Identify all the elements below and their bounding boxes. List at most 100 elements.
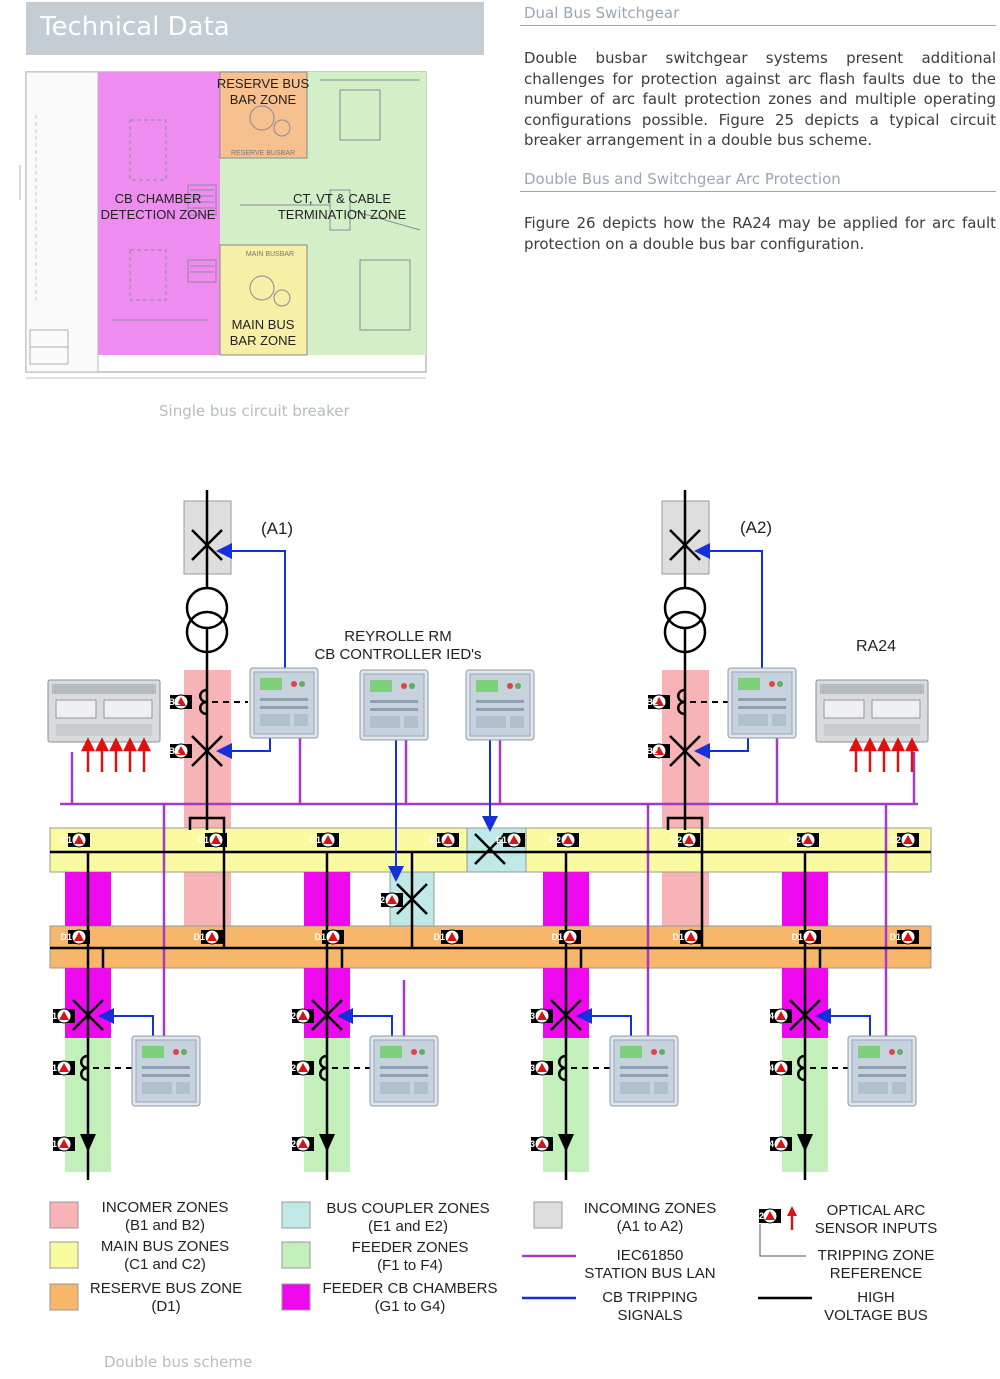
sensor-label: G1 (45, 1011, 57, 1021)
sensor-label: F2 (285, 1139, 296, 1149)
svg-text:STATION BUS LAN: STATION BUS LAN (584, 1265, 715, 1282)
cb-controller-ied (131, 1035, 201, 1107)
page-title: Technical Data (40, 12, 230, 42)
svg-text:SIGNALS: SIGNALS (617, 1307, 682, 1324)
svg-text:RESERVE BUS ZONE: RESERVE BUS ZONE (90, 1280, 242, 1297)
sensor-label: D1 (551, 932, 563, 942)
sensor-label: E1 (496, 835, 507, 845)
ct-zone-label: TERMINATION ZONE (278, 207, 407, 222)
sensor-label: C2 (549, 835, 561, 845)
svg-text:(D1): (D1) (151, 1298, 180, 1315)
svg-text:(E1 and E2): (E1 and E2) (368, 1218, 448, 1235)
sensor-label: C1 (60, 835, 72, 845)
svg-text:(F1 to F4): (F1 to F4) (377, 1257, 443, 1274)
section-title-dual-bus: Dual Bus Switchgear (524, 4, 680, 22)
cb-controller-ied (359, 669, 429, 741)
svg-text:SENSOR INPUTS: SENSOR INPUTS (815, 1220, 938, 1237)
main-zone-label: MAIN BUS (232, 317, 295, 332)
sensor-label: G3 (523, 1011, 535, 1021)
panel-door (25, 71, 99, 373)
cb-chamber-zone (98, 72, 220, 355)
paragraph-arc-protection: Figure 26 depicts how the RA24 may be ap… (524, 214, 996, 253)
cb-zone-label: DETECTION ZONE (101, 207, 216, 222)
double-bus-scheme-diagram: B1 B1 B2 B2 C1 C1 C1 C1 E1 C2 C2 C2 C2 E… (45, 490, 938, 1324)
svg-text:(B1 and B2): (B1 and B2) (125, 1217, 205, 1234)
cb-controller-ied (465, 669, 535, 741)
sensor-label: F3 (524, 1063, 535, 1073)
sensor-label: D1 (889, 932, 901, 942)
svg-text:TRIPPING ZONE: TRIPPING ZONE (818, 1247, 935, 1264)
sensor-label: E2 (374, 895, 385, 905)
section-rule (520, 25, 996, 26)
sensor-label: F1 (46, 1139, 57, 1149)
reyrolle-label: REYROLLE RM (344, 628, 452, 645)
sensor-label: F1 (46, 1063, 57, 1073)
sensor-label: F2 (285, 1063, 296, 1073)
sensor-label: F4 (763, 1139, 774, 1149)
main-busbar-small-label: MAIN BUSBAR (246, 251, 294, 258)
optical-arc-sensor-inputs (80, 737, 920, 772)
svg-text:REFERENCE: REFERENCE (830, 1265, 923, 1282)
ra24-unit (815, 679, 929, 743)
main-zone-label: BAR ZONE (230, 333, 297, 348)
figure-caption-double-bus: Double bus scheme (104, 1353, 253, 1371)
page-header: Technical Data (26, 2, 484, 55)
svg-text:BUS COUPLER ZONES: BUS COUPLER ZONES (326, 1200, 489, 1217)
sensor-label: C1 (309, 835, 321, 845)
incoming-label-a2: (A2) (740, 518, 772, 537)
ra24-unit (47, 679, 161, 743)
sensor-label: D1 (314, 932, 326, 942)
svg-text:MAIN BUS ZONES: MAIN BUS ZONES (101, 1238, 229, 1255)
cb-controller-ied (727, 667, 797, 739)
cb-controller-ied (369, 1035, 439, 1107)
sensor-label: B2 (646, 697, 658, 707)
sensor-label: C2 (670, 835, 682, 845)
reserve-zone-label: RESERVE BUS (217, 76, 310, 91)
reserve-zone-label: BAR ZONE (230, 92, 297, 107)
paragraph-dual-bus: Double busbar switchgear systems present… (524, 49, 996, 149)
sensor-label: G4 (762, 1011, 774, 1021)
sensor-label: C1 (197, 835, 209, 845)
incoming-label-a1: (A1) (261, 519, 293, 538)
cb-controller-ied (609, 1035, 679, 1107)
sensor-label: D1 (60, 932, 72, 942)
cb-controller-ied (249, 667, 319, 739)
sensor-label: D1 (433, 932, 445, 942)
svg-text:IEC61850: IEC61850 (617, 1247, 684, 1264)
sensor-label: B1 (168, 697, 180, 707)
svg-text:CB TRIPPING: CB TRIPPING (602, 1289, 698, 1306)
svg-text:FEEDER ZONES: FEEDER ZONES (352, 1239, 469, 1256)
sensor-label: F3 (524, 1139, 535, 1149)
reyrolle-label: CB CONTROLLER IED's (314, 646, 481, 663)
sensor-label: B1 (168, 746, 180, 756)
section-rule (520, 191, 996, 192)
svg-text:FEEDER CB CHAMBERS: FEEDER CB CHAMBERS (322, 1280, 497, 1297)
svg-text:(C1 and C2): (C1 and C2) (124, 1256, 206, 1273)
sensor-label: C2 (889, 835, 901, 845)
cb-controller-ied (847, 1035, 917, 1107)
sensor-label: F4 (763, 1063, 774, 1073)
svg-text:OPTICAL ARC: OPTICAL ARC (827, 1202, 926, 1219)
svg-text:INCOMER ZONES: INCOMER ZONES (102, 1199, 229, 1216)
svg-text:INCOMING ZONES: INCOMING ZONES (584, 1200, 717, 1217)
ra24-label: RA24 (856, 638, 896, 655)
svg-text:(A1 to A2): (A1 to A2) (617, 1218, 684, 1235)
sensor-label: C2 (789, 835, 801, 845)
cb-zone-label: CB CHAMBER (115, 191, 202, 206)
sensor-label: D1 (193, 932, 205, 942)
single-bus-figure: RESERVE BUS BAR ZONE RESERVE BUSBAR CB C… (19, 71, 427, 379)
section-title-arc-protection: Double Bus and Switchgear Arc Protection (524, 170, 841, 188)
sensor-label: C1 (429, 835, 441, 845)
svg-text:(G1 to G4): (G1 to G4) (375, 1298, 446, 1315)
svg-text:VOLTAGE BUS: VOLTAGE BUS (824, 1307, 928, 1324)
svg-text:B2: B2 (752, 1211, 764, 1221)
sensor-label: D1 (791, 932, 803, 942)
legend: INCOMER ZONES (B1 and B2) MAIN BUS ZONES… (49, 1199, 938, 1324)
reserve-busbar-zone (219, 71, 308, 159)
figure-caption-single-bus: Single bus circuit breaker (159, 402, 350, 420)
reserve-busbar-small-label: RESERVE BUSBAR (231, 150, 295, 157)
sensor-label: D1 (672, 932, 684, 942)
svg-text:HIGH: HIGH (857, 1289, 895, 1306)
sensor-label: G2 (284, 1011, 296, 1021)
sensor-label: B2 (646, 746, 658, 756)
